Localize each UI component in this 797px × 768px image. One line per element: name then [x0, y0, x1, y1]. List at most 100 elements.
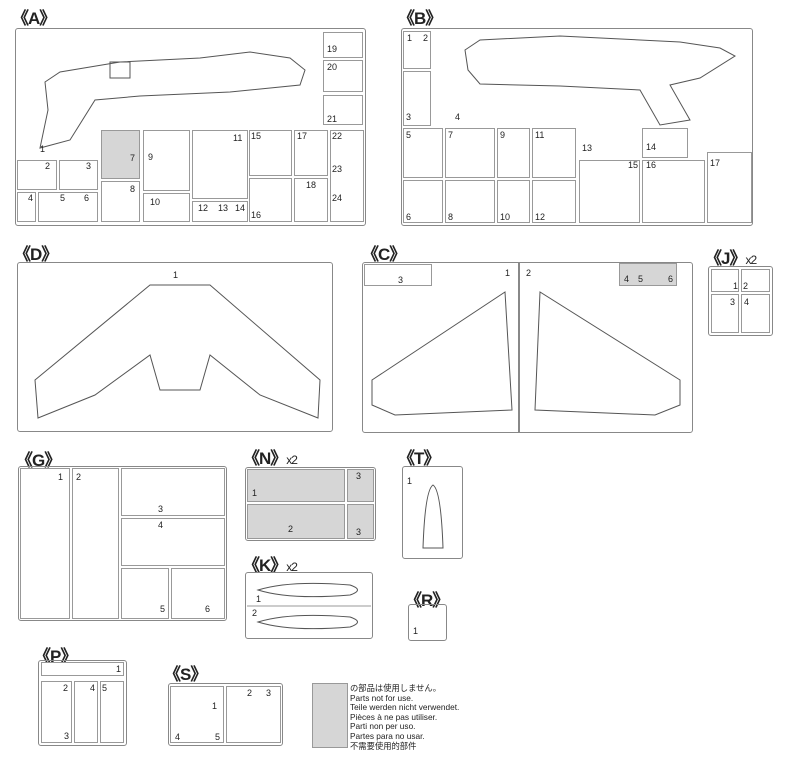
sprue-r-title: 《R》 [405, 591, 449, 610]
part-cell [249, 178, 292, 222]
part-cell [294, 130, 328, 176]
part-cell-unused [619, 263, 677, 286]
part-number: 17 [297, 131, 308, 141]
part-number: 18 [306, 180, 317, 190]
sprue-n-frame [245, 467, 376, 541]
part-number: 1 [256, 594, 262, 604]
part-number: 4 [744, 297, 750, 307]
legend-line: Partes para no usar. [350, 730, 425, 741]
part-number: 4 [158, 520, 164, 530]
part-cell [707, 152, 752, 223]
part-number: 12 [535, 212, 546, 222]
part-number: 4 [624, 274, 630, 284]
part-cell [249, 130, 292, 176]
part-cell [74, 681, 98, 743]
part-cell [445, 128, 495, 178]
part-number: 4 [90, 683, 96, 693]
part-number: 3 [64, 731, 70, 741]
part-number: 13 [582, 143, 593, 153]
part-number: 1 [212, 701, 218, 711]
part-number: 6 [84, 193, 90, 203]
part-number: 1 [252, 488, 258, 498]
part-cell [642, 128, 688, 158]
multiplier: x2 [286, 453, 298, 467]
sprue-p-title: 《P》 [34, 647, 77, 666]
part-number: 2 [252, 608, 258, 618]
part-cell [323, 32, 363, 58]
part-number: 1 [505, 268, 511, 278]
part-number: 1 [173, 270, 179, 280]
part-cell [323, 60, 363, 92]
part-number: 2 [526, 268, 532, 278]
part-cell [497, 128, 530, 178]
part-number: 1 [413, 626, 419, 636]
sprue-k-title: 《K》x2 [243, 551, 298, 576]
part-number: 16 [251, 210, 262, 220]
part-number: 11 [233, 133, 243, 143]
part-cell [143, 130, 190, 191]
part-cell [532, 128, 576, 178]
part-cell [403, 128, 443, 178]
sprue-b-title: 《B》 [398, 9, 442, 28]
part-number: 4 [175, 732, 181, 742]
part-cell [41, 662, 124, 676]
sprue-d-frame [17, 262, 333, 432]
part-number: 1 [40, 144, 46, 154]
part-number: 3 [730, 297, 736, 307]
part-cell [532, 180, 576, 223]
part-number: 6 [205, 604, 211, 614]
part-number: 13 [218, 203, 229, 213]
unused-parts-swatch [312, 683, 348, 748]
part-number: 4 [28, 193, 34, 203]
sprue-label: 《N》 [243, 449, 287, 468]
part-number: 2 [743, 281, 749, 291]
sprue-a-frame [15, 28, 366, 226]
part-number: 5 [60, 193, 66, 203]
part-number: 21 [327, 114, 338, 124]
part-number: 15 [628, 160, 639, 170]
part-cell [192, 130, 248, 199]
part-cell [741, 269, 770, 292]
part-cell [38, 192, 98, 222]
part-number: 8 [448, 212, 454, 222]
sprue-g-frame [18, 466, 227, 621]
part-number: 15 [251, 131, 262, 141]
part-cell [59, 160, 98, 190]
sprue-t-frame [402, 466, 463, 559]
part-number: 17 [710, 158, 721, 168]
part-number: 2 [247, 688, 253, 698]
sprue-a-title: 《A》 [12, 9, 56, 28]
sprue-j-frame [708, 266, 773, 336]
part-number: 2 [45, 161, 51, 171]
part-cell [143, 193, 190, 222]
sprue-t-title: 《T》 [398, 449, 440, 468]
part-cell [642, 160, 705, 223]
part-cell [121, 518, 225, 566]
part-cell [403, 31, 431, 69]
part-number: 23 [332, 164, 343, 174]
part-cell [518, 262, 520, 433]
part-cell-unused [247, 504, 345, 539]
part-number: 5 [160, 604, 166, 614]
part-cell [121, 468, 225, 516]
part-cell [100, 681, 124, 743]
part-number: 2 [288, 524, 294, 534]
sprue-s-frame [168, 683, 283, 746]
part-cell-unused [101, 130, 140, 179]
part-cell-unused [347, 469, 374, 502]
part-cell [403, 71, 431, 126]
part-cell [497, 180, 530, 223]
sprue-p-frame [38, 660, 127, 746]
part-cell [101, 181, 140, 222]
part-cell [170, 686, 224, 743]
part-cell [171, 568, 225, 619]
part-number: 19 [327, 44, 338, 54]
multiplier: x2 [745, 253, 757, 267]
part-cell [445, 180, 495, 223]
part-number: 10 [500, 212, 511, 222]
part-number: 6 [668, 274, 674, 284]
part-number: 3 [398, 275, 404, 285]
part-cell [403, 180, 443, 223]
